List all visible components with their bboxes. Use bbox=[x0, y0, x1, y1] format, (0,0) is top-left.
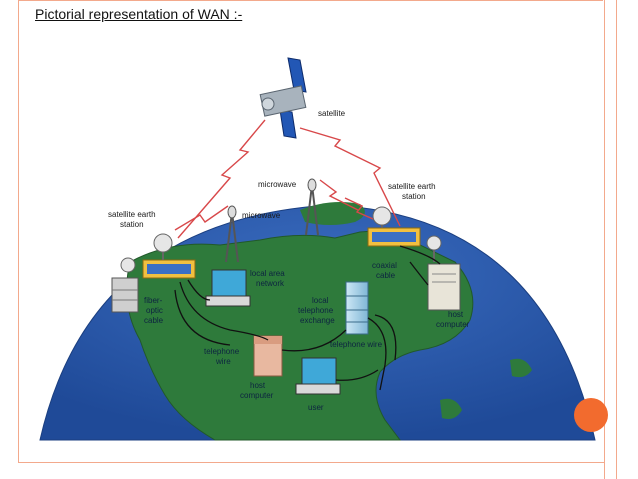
local-tel-label-2: telephone bbox=[298, 306, 334, 315]
host-computer-right-icon bbox=[428, 264, 460, 310]
local-tel-label-3: exchange bbox=[300, 316, 335, 325]
coaxial-label-2: cable bbox=[376, 271, 396, 280]
lan-workstation-icon bbox=[206, 270, 250, 306]
local-telephone-exchange-icon bbox=[346, 282, 368, 334]
local-tel-label-1: local bbox=[312, 296, 329, 305]
tel-wire-right-label: telephone wire bbox=[330, 340, 383, 349]
lan-label-2: network bbox=[256, 279, 285, 288]
fiber-label-3: cable bbox=[144, 316, 164, 325]
sat-earth-left-label-1: satellite earth bbox=[108, 210, 156, 219]
coaxial-label-1: coaxial bbox=[372, 261, 397, 270]
tel-wire-left-label-1: telephone bbox=[204, 347, 240, 356]
microwave-left-label: microwave bbox=[242, 211, 281, 220]
satellite-label: satellite bbox=[318, 109, 346, 118]
fiber-label-2: optic bbox=[146, 306, 163, 315]
host-center-label-1: host bbox=[250, 381, 266, 390]
host-right-label-2: computer bbox=[436, 320, 470, 329]
host-computer-center-icon bbox=[254, 336, 282, 376]
sat-earth-left-label-2: station bbox=[120, 220, 144, 229]
sat-earth-right-label-1: satellite earth bbox=[388, 182, 436, 191]
left-building-icon bbox=[112, 258, 138, 312]
satellite-icon bbox=[260, 58, 306, 138]
lan-label-1: local area bbox=[250, 269, 285, 278]
user-workstation-icon bbox=[296, 358, 340, 394]
user-label: user bbox=[308, 403, 324, 412]
host-right-label-1: host bbox=[448, 310, 464, 319]
tel-wire-left-label-2: wire bbox=[215, 357, 231, 366]
host-center-label-2: computer bbox=[240, 391, 274, 400]
slide-accent-dot bbox=[574, 398, 608, 432]
sat-earth-right-label-2: station bbox=[402, 192, 426, 201]
microwave-top-label: microwave bbox=[258, 180, 297, 189]
fiber-label-1: fiber- bbox=[144, 296, 163, 305]
